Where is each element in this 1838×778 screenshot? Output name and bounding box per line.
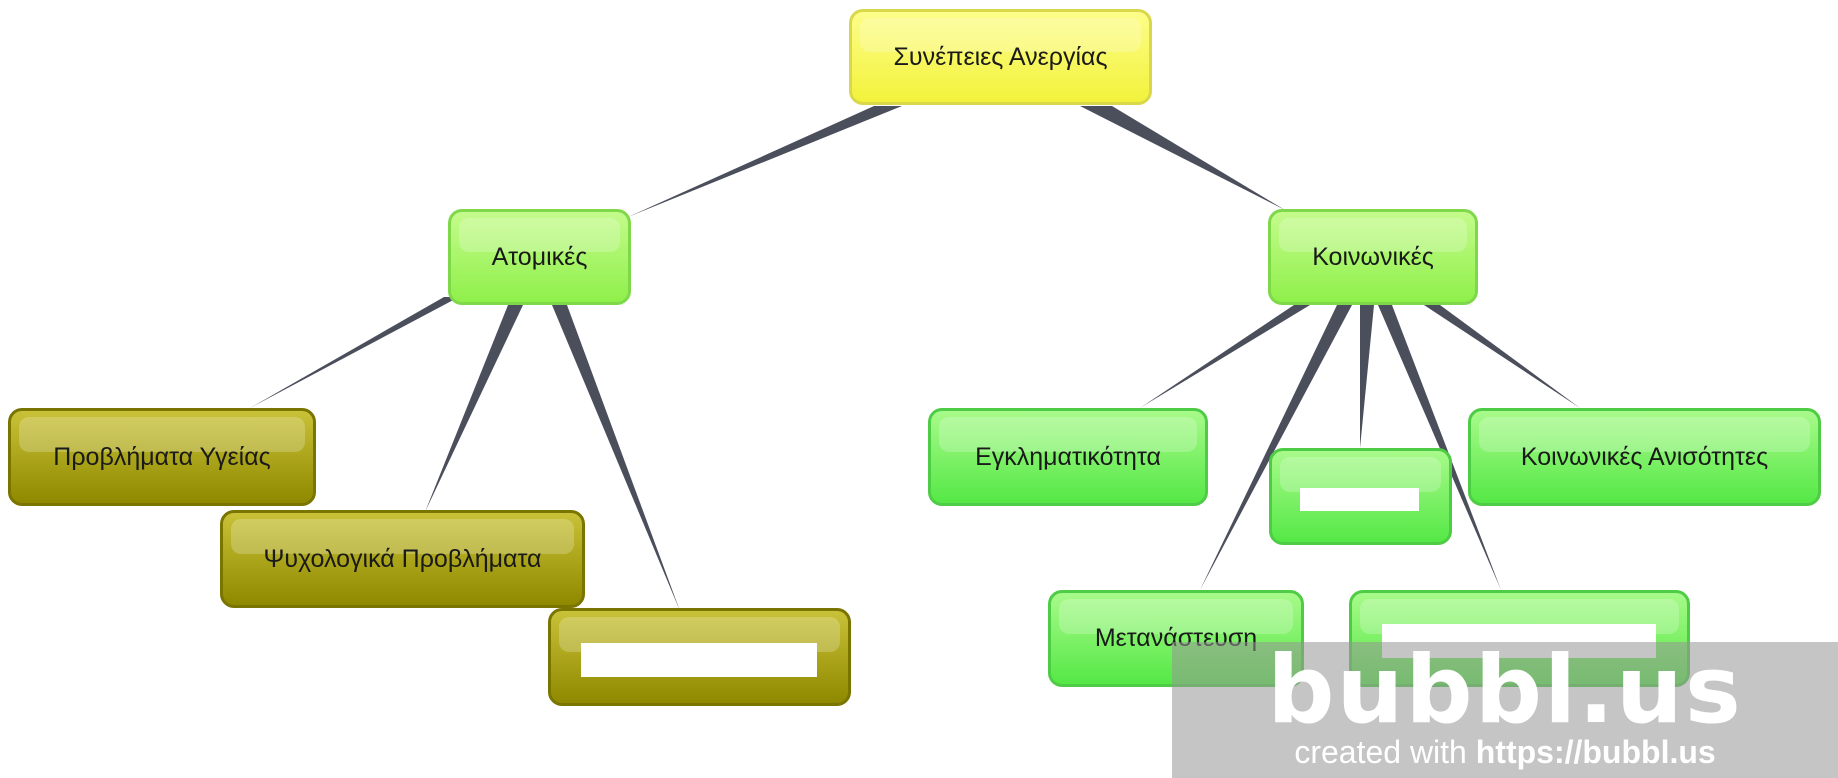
connector-root-koinonikes	[1080, 106, 1285, 210]
watermark-panel	[1172, 642, 1838, 778]
connector-atomikes-ygeias	[250, 297, 459, 408]
root-node[interactable]: Συνέπειες Ανεργίας	[849, 9, 1152, 105]
node-problimata-ygeias[interactable]: Προβλήματα Υγείας	[8, 408, 316, 506]
node-psychologika-provlimata[interactable]: Ψυχολογικά Προβλήματα	[220, 510, 585, 608]
redaction-box	[581, 643, 817, 677]
node-koinonikes-anisotites[interactable]: Κοινωνικές Ανισότητες	[1468, 408, 1821, 506]
connector-koinonikes-masked-wide	[1378, 305, 1501, 590]
node-atomikes-label: Ατομικές	[491, 242, 588, 271]
connector-koinonikes-masked-small	[1360, 305, 1374, 448]
node-problimata-ygeias-label: Προβλήματα Υγείας	[53, 442, 271, 471]
credit-url[interactable]: https://bubbl.us	[1475, 734, 1716, 770]
bubbl-logo: bubbl.us	[1267, 636, 1743, 745]
connector-atomikes-psychologika	[425, 305, 523, 512]
node-koinonikes-label: Κοινωνικές	[1312, 242, 1434, 271]
watermark-credit[interactable]: created with https://bubbl.us	[1172, 730, 1838, 774]
redaction-box	[1300, 488, 1419, 511]
node-egklimatikotita-label: Εγκληματικότητα	[975, 442, 1161, 471]
node-koinonikes-anisotites-label: Κοινωνικές Ανισότητες	[1520, 442, 1769, 471]
node-masked-small-green[interactable]	[1269, 448, 1452, 545]
node-koinonikes[interactable]: Κοινωνικές	[1268, 209, 1478, 305]
node-psychologika-provlimata-label: Ψυχολογικά Προβλήματα	[263, 544, 542, 573]
connector-koinonikes-anisotites	[1424, 305, 1580, 408]
connector-atomikes-masked	[552, 305, 680, 611]
connector-root-atomikes	[628, 106, 902, 217]
connector-koinonikes-egklimatikotita	[1140, 305, 1310, 408]
connector-koinonikes-metanastefsi	[1200, 305, 1352, 590]
node-masked-olive[interactable]	[548, 608, 851, 706]
credit-prefix: created with	[1294, 734, 1476, 770]
root-node-label: Συνέπειες Ανεργίας	[893, 42, 1108, 71]
node-egklimatikotita[interactable]: Εγκληματικότητα	[928, 408, 1208, 506]
node-atomikes[interactable]: Ατομικές	[448, 209, 631, 305]
